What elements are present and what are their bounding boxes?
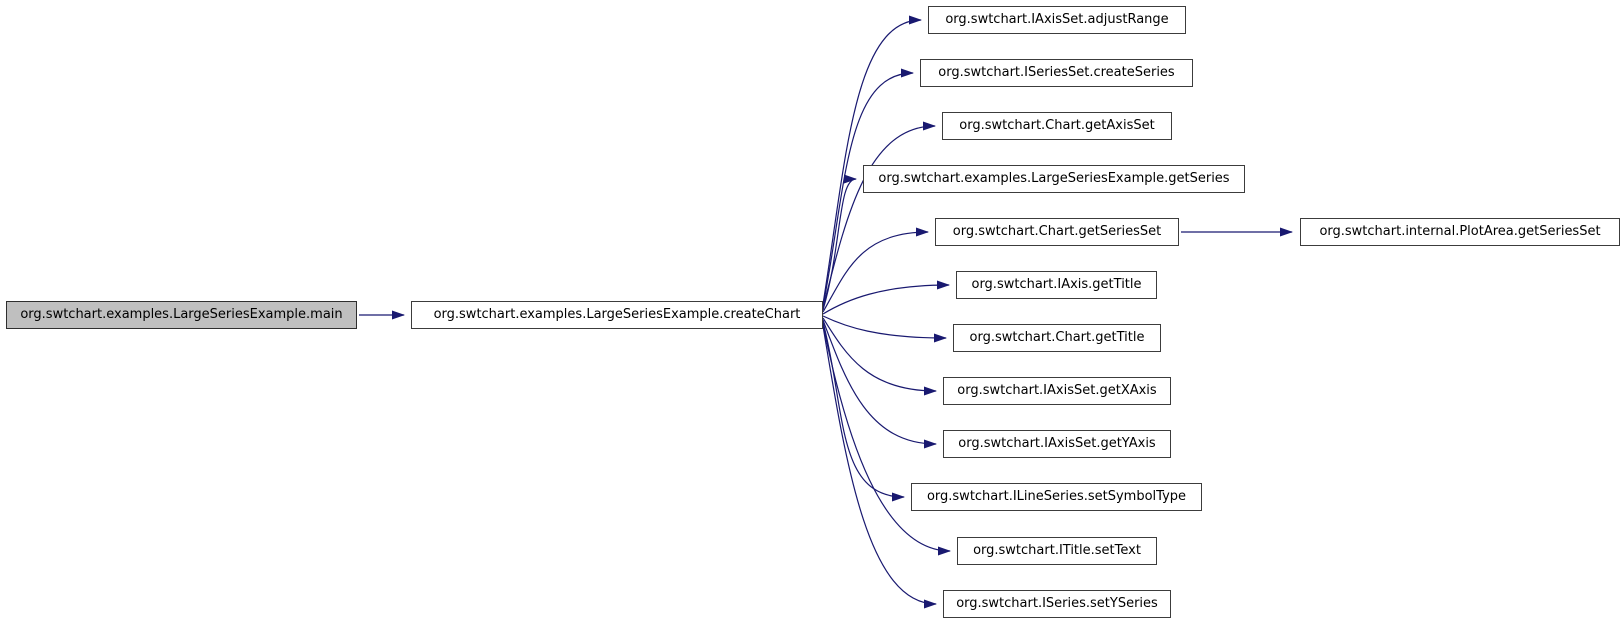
call-edge-createchart-getseries (822, 174, 857, 311)
node-create-series[interactable]: org.swtchart.ISeriesSet.createSeries (920, 59, 1193, 87)
node-set-text[interactable]: org.swtchart.ITitle.setText (957, 537, 1157, 565)
node-create-chart[interactable]: org.swtchart.examples.LargeSeriesExample… (411, 301, 823, 329)
node-get-axis-set[interactable]: org.swtchart.Chart.getAxisSet (942, 112, 1172, 140)
call-edge-createchart-iaxisgettitle (822, 280, 950, 315)
node-main[interactable]: org.swtchart.examples.LargeSeriesExample… (6, 301, 357, 329)
node-adjust-range[interactable]: org.swtchart.IAxisSet.adjustRange (928, 6, 1186, 34)
call-edge-createchart-setyseries (822, 325, 937, 609)
node-set-symbol-type[interactable]: org.swtchart.ILineSeries.setSymbolType (911, 483, 1202, 511)
call-edge-createchart-getaxisset (822, 121, 936, 309)
call-edge-createchart-chartgettitle (822, 315, 947, 343)
node-plot-area-get-series-set[interactable]: org.swtchart.internal.PlotArea.getSeries… (1300, 218, 1620, 246)
call-edge-createchart-setsymboltype (822, 321, 905, 502)
call-edge-createchart-getxaxis (822, 317, 937, 396)
node-get-x-axis[interactable]: org.swtchart.IAxisSet.getXAxis (943, 377, 1171, 405)
node-chart-get-title[interactable]: org.swtchart.Chart.getTitle (953, 324, 1161, 352)
call-edge-createchart-settext (822, 323, 951, 556)
call-edge-createchart-adjustrange (822, 15, 922, 305)
node-iaxis-get-title[interactable]: org.swtchart.IAxis.getTitle (956, 271, 1157, 299)
node-get-series[interactable]: org.swtchart.examples.LargeSeriesExample… (863, 165, 1245, 193)
node-get-y-axis[interactable]: org.swtchart.IAxisSet.getYAxis (943, 430, 1171, 458)
node-chart-get-series-set[interactable]: org.swtchart.Chart.getSeriesSet (935, 218, 1179, 246)
node-set-y-series[interactable]: org.swtchart.ISeries.setYSeries (943, 590, 1171, 618)
call-edge-createchart-getyaxis (822, 319, 937, 449)
call-edge-createchart-chartgetseriesset (822, 227, 929, 313)
